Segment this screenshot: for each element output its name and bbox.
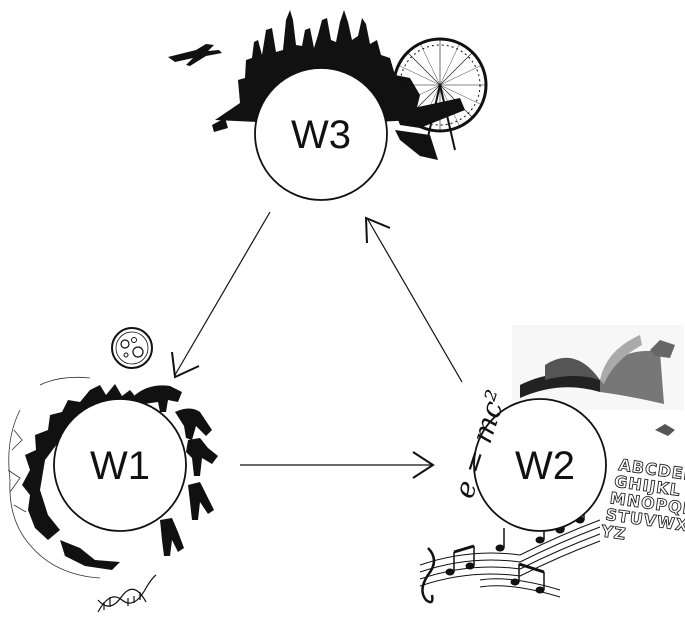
human-evolution-icon bbox=[134, 385, 218, 556]
node-w1: W1 bbox=[53, 398, 187, 532]
arrow-w2-to-w3 bbox=[364, 216, 463, 383]
open-book-icon bbox=[512, 325, 684, 436]
bacteria-cell-icon bbox=[111, 327, 153, 369]
node-w2: W2 bbox=[473, 398, 607, 532]
arrow-w3-to-w1 bbox=[171, 211, 271, 379]
alphabet-line-5: YZ bbox=[599, 521, 628, 543]
node-w2-label: W2 bbox=[515, 444, 575, 488]
node-w3-label: W3 bbox=[291, 113, 351, 157]
rocky-terrain bbox=[7, 376, 101, 579]
dna-helix-icon bbox=[97, 574, 157, 613]
airplane-icon bbox=[168, 44, 222, 66]
alphabet-icon: ABCDEF GHIJKL MNOPQR STUVWX YZ bbox=[599, 455, 685, 544]
arrow-w1-to-w2 bbox=[240, 451, 435, 479]
ferris-wheel-icon bbox=[392, 37, 488, 151]
node-w3: W3 bbox=[254, 67, 388, 201]
node-w1-label: W1 bbox=[90, 444, 150, 488]
forest-silhouette-icon bbox=[22, 384, 140, 570]
